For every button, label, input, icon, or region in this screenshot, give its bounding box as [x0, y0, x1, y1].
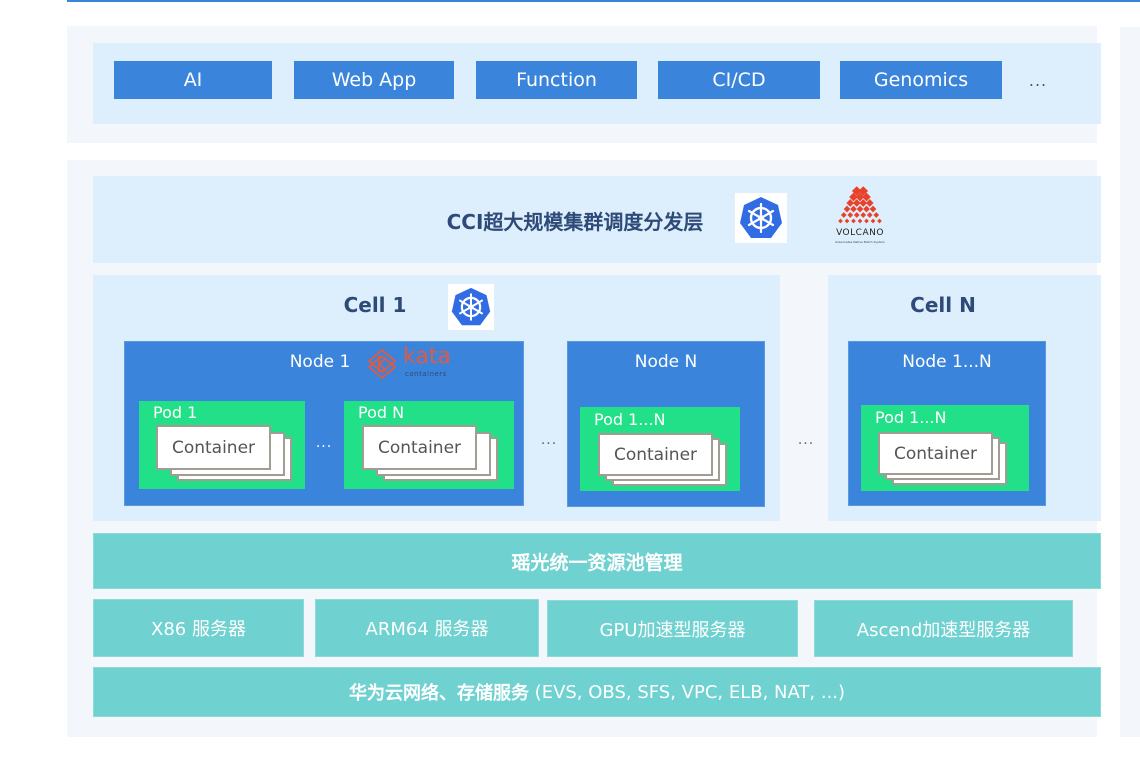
workload-genomics: Genomics — [840, 61, 1002, 99]
top-divider-line — [67, 0, 1140, 2]
volcano-dot — [877, 218, 882, 224]
cells-ellipsis: ... — [797, 432, 815, 448]
cell-n-title: Cell N — [910, 293, 976, 317]
volcano-dot — [859, 199, 868, 207]
cell-1-kubernetes-logo — [448, 284, 494, 330]
volcano-dot — [846, 199, 855, 207]
pod-1-label: Pod 1 — [153, 403, 198, 422]
workloads-more: ... — [1028, 70, 1048, 90]
cloud-services-title: 华为云网络、存储服务 — [348, 683, 529, 704]
node-1-label: Node 1 — [289, 352, 351, 372]
pod-1-to-n-label: Pod 1...N — [875, 408, 947, 427]
volcano-tagline: Kubernetes Native Batch System — [835, 240, 885, 244]
server-ascend: Ascend加速型服务器 — [814, 600, 1073, 657]
volcano-dot — [844, 218, 850, 224]
volcano-dot — [866, 212, 873, 218]
kata-wordmark: kata — [403, 344, 451, 369]
kubernetes-logo — [735, 193, 787, 243]
scheduler-layer — [93, 176, 1101, 263]
workload-web-app: Web App — [294, 61, 454, 99]
volcano-dot — [863, 205, 870, 213]
volcano-dot — [851, 218, 856, 224]
volcano-dot — [864, 218, 869, 224]
kubernetes-icon — [740, 197, 782, 238]
kata-containers-logo: kata containers — [367, 344, 467, 382]
volcano-dot — [856, 205, 864, 213]
volcano-dot — [857, 218, 863, 224]
kubernetes-icon — [451, 287, 491, 326]
workload-ai: AI — [114, 61, 272, 99]
right-side-panel — [1120, 27, 1140, 737]
volcano-dot — [852, 199, 861, 207]
volcano-logo: VOLCANO Kubernetes Native Batch System — [818, 186, 902, 250]
workload-function: Function — [476, 61, 637, 99]
nodes-ellipsis: ... — [540, 432, 558, 448]
cell-1-title: Cell 1 — [343, 293, 407, 317]
server-arm64: ARM64 服务器 — [315, 599, 539, 657]
volcano-dot — [873, 212, 880, 218]
volcano-wordmark: VOLCANO — [836, 228, 884, 238]
volcano-icon — [838, 186, 882, 224]
cloud-services-layer: 华为云网络、存储服务 (EVS, OBS, SFS, VPC, ELB, NAT… — [93, 667, 1101, 717]
container: Container — [362, 425, 477, 470]
container: Container — [878, 432, 993, 475]
cloud-services-list: (EVS, OBS, SFS, VPC, ELB, NAT, ...) — [528, 681, 846, 703]
scheduler-title: CCI超大规模集群调度分发层 — [446, 209, 704, 234]
volcano-dot — [847, 212, 854, 218]
node-1-to-n-label: Node 1...N — [902, 352, 992, 372]
server-x86: X86 服务器 — [93, 599, 304, 657]
volcano-dot — [850, 205, 857, 213]
resource-pool-layer: 瑶光统一资源池管理 — [93, 533, 1101, 589]
volcano-dot — [870, 218, 876, 224]
volcano-dot — [840, 212, 847, 218]
volcano-dot — [860, 212, 867, 218]
volcano-dot — [869, 205, 877, 213]
kata-icon — [367, 348, 397, 380]
workload-ci-cd: CI/CD — [658, 61, 820, 99]
container: Container — [598, 433, 713, 476]
server-gpu: GPU加速型服务器 — [547, 600, 798, 657]
kata-sub-wordmark: containers — [405, 370, 447, 378]
volcano-dot — [865, 199, 874, 207]
node-n-label: Node N — [634, 352, 698, 372]
volcano-dot — [838, 218, 843, 224]
pods-ellipsis: ... — [315, 435, 333, 451]
volcano-dot — [843, 205, 851, 213]
volcano-dot — [853, 212, 860, 218]
container: Container — [156, 425, 271, 470]
pod-n-label: Pod N — [358, 403, 405, 422]
pod-1-to-n-label: Pod 1...N — [594, 410, 666, 429]
